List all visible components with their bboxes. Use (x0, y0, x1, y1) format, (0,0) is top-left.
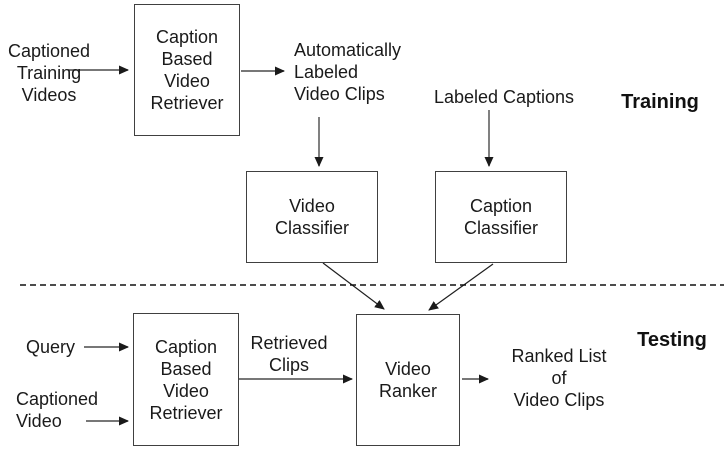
caption-based-video-retriever-testing-box: Caption Based Video Retriever (133, 313, 239, 446)
arrow-video-classifier-to-ranker (322, 262, 385, 310)
query-label: Query (26, 337, 76, 357)
caption-based-video-retriever-training-box: Caption Based Video Retriever (134, 4, 240, 136)
video-ranker-box: Video Ranker (356, 314, 460, 446)
caption-classifier-box: Caption Classifier (435, 171, 567, 263)
automatically-labeled-video-clips-label: Automatically Labeled Video Clips (294, 40, 402, 104)
arrow-caption-classifier-to-ranker (428, 263, 494, 311)
ranked-list-of-video-clips-label: Ranked List of Video Clips (511, 346, 607, 410)
testing-section-label: Testing (637, 329, 707, 351)
captioned-training-videos-label: Captioned Training Videos (7, 41, 91, 105)
retrieved-clips-label: Retrieved Clips (250, 333, 328, 375)
video-classifier-box: Video Classifier (246, 171, 378, 263)
captioned-video-label: Captioned Video (16, 389, 99, 431)
training-section-label: Training (621, 91, 699, 113)
labeled-captions-label: Labeled Captions (433, 87, 575, 107)
